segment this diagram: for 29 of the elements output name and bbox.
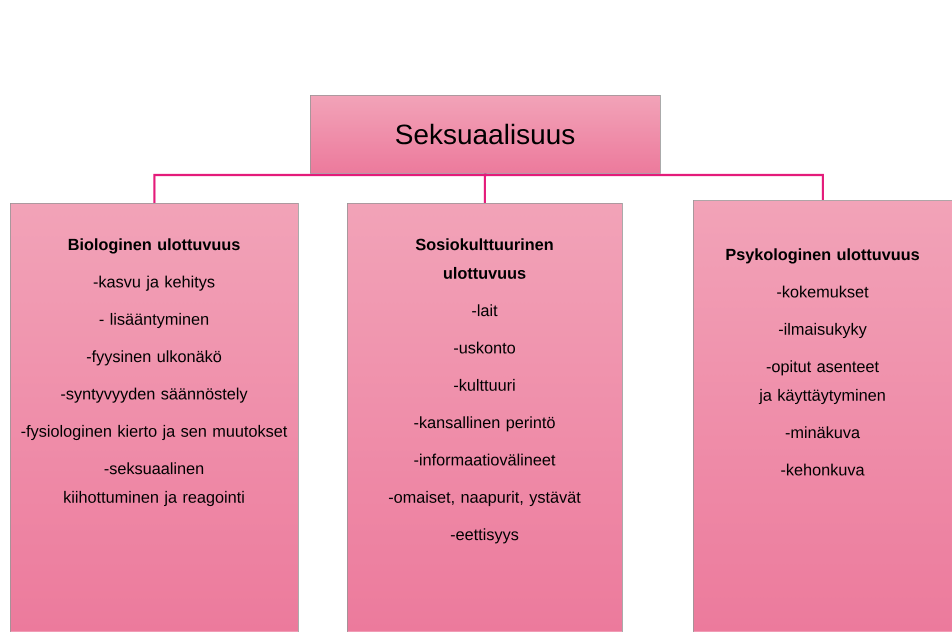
connector-line xyxy=(153,172,486,203)
list-item: -kasvu ja kehitys xyxy=(94,276,214,291)
title-text: Seksuaalisuus xyxy=(396,124,574,144)
list-item: -kehonkuva xyxy=(781,464,865,476)
topic-box xyxy=(310,95,661,174)
list-item: -syntyvyyden säännöstely xyxy=(61,388,248,403)
list-item: -omaiset, naapurit, ystävät xyxy=(388,490,581,506)
heading: Psykologinen ulottuvuus xyxy=(726,248,920,264)
list-item: - lisääntyminen xyxy=(100,312,208,328)
list-item: -minäkuva xyxy=(786,426,860,438)
heading: Sosiokulttuurinen ulottuvuus xyxy=(416,238,553,279)
connector-line xyxy=(484,174,486,203)
list-item: -ilmaisukyky xyxy=(778,322,867,338)
list-item: -eettisyys xyxy=(450,528,518,544)
category-box xyxy=(10,203,299,632)
list-item: -kulttuuri xyxy=(454,378,515,391)
list-item: -kokemukset xyxy=(777,286,868,298)
connector-line xyxy=(484,172,824,200)
list-item: -seksuaalinen kiihottuminen ja reagointi xyxy=(64,462,244,506)
category-box xyxy=(347,203,623,632)
heading: Biologinen ulottuvuus xyxy=(68,238,240,254)
list-item: -kansallinen perintö xyxy=(414,416,555,432)
list-item: -uskonto xyxy=(454,342,516,354)
list-item: -lait xyxy=(472,304,498,316)
category-box xyxy=(693,200,952,632)
list-item: -fysiologinen kierto ja sen muutokset xyxy=(21,424,288,440)
list-item: -informaatiovälineet xyxy=(414,454,556,466)
list-item: -opitut asenteet ja käyttäytyminen xyxy=(758,360,885,404)
list-item: -fyysinen ulkonäkö xyxy=(86,350,222,366)
